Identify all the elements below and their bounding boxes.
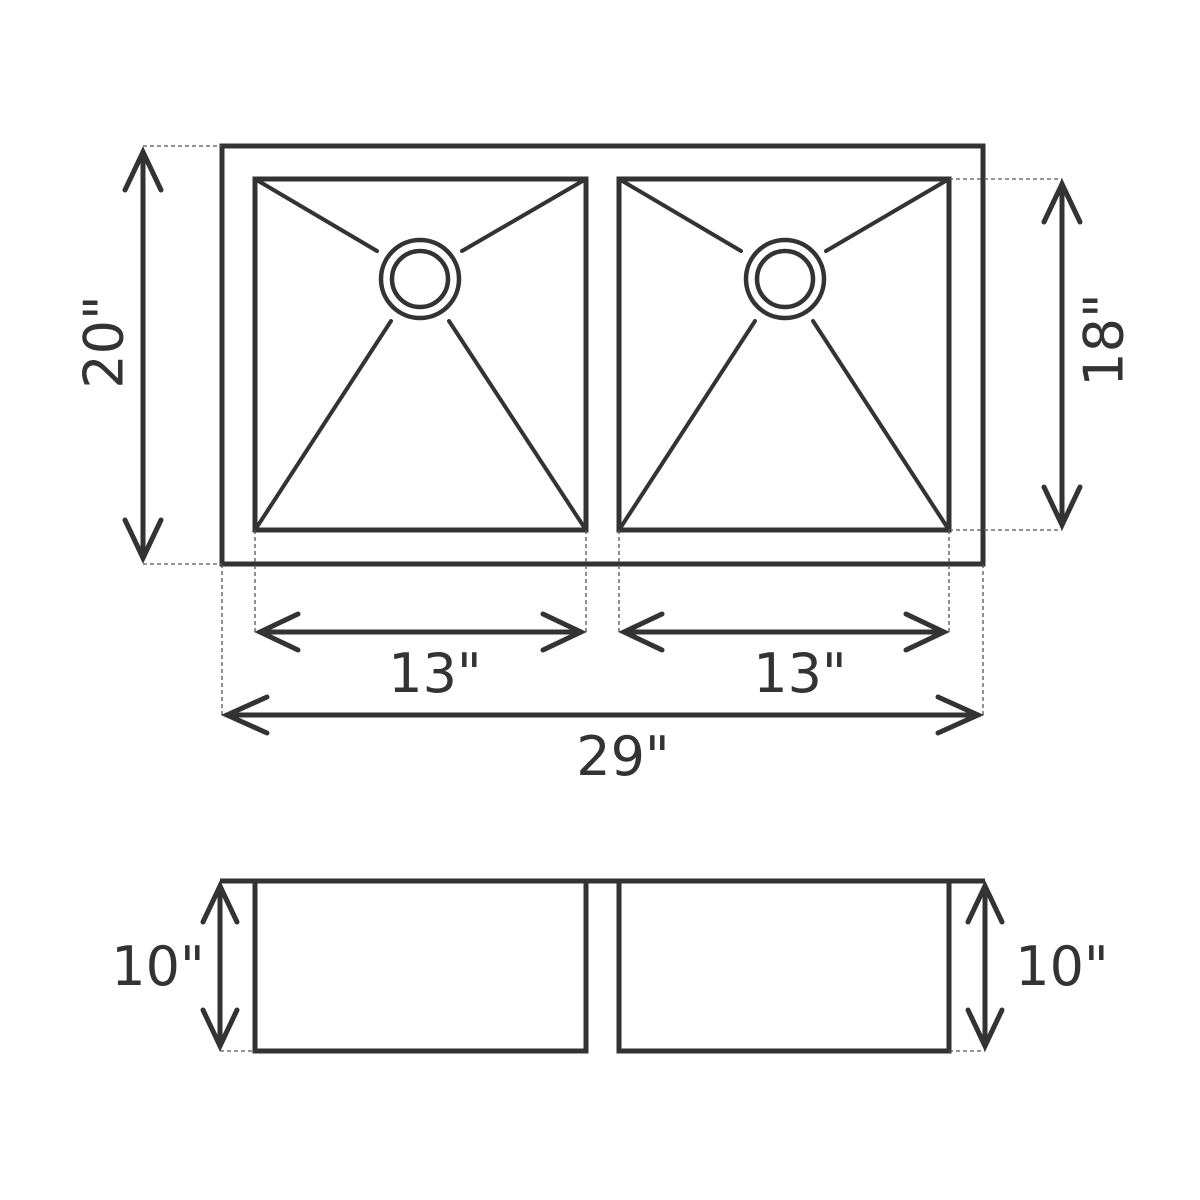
arrow-head-down-icon xyxy=(1041,484,1083,531)
left-bowl-outline xyxy=(252,176,589,533)
arrow-head-down-icon xyxy=(200,1007,240,1052)
dimension-overall-width: 29" xyxy=(220,694,985,788)
overall-depth-label: 20" xyxy=(73,295,136,389)
dimension-left-bowl-height: 10" xyxy=(111,880,240,1052)
right-bowl-height-label: 10" xyxy=(1015,935,1109,998)
side-left-bowl xyxy=(252,878,589,1054)
dimension-bowl-depth: 18" xyxy=(1041,178,1136,531)
left-bowl-rib xyxy=(253,177,379,253)
side-right-bowl xyxy=(616,878,952,1054)
left-drain-outer xyxy=(378,237,462,321)
arrow-head-up-icon xyxy=(122,146,164,193)
dimension-overall-depth: 20" xyxy=(73,146,164,564)
right-bowl-width-label: 13" xyxy=(753,642,847,705)
left-bowl-rib xyxy=(447,319,588,532)
right-bowl-rib xyxy=(811,319,951,532)
arrow-head-left-icon xyxy=(618,611,665,653)
sink-outer-outline xyxy=(219,143,986,567)
bowl-depth-label: 18" xyxy=(1073,293,1136,387)
arrow-head-down-icon xyxy=(965,1007,1005,1052)
arrow-head-left-icon xyxy=(220,694,270,736)
plan-view: 20" 18" 13" 13" 29" xyxy=(73,143,1136,788)
left-drain-inner xyxy=(389,248,451,310)
right-bowl-rib xyxy=(617,177,743,253)
left-bowl-height-label: 10" xyxy=(111,935,205,998)
right-drain-inner xyxy=(754,248,816,310)
right-bowl xyxy=(616,176,952,533)
arrow-head-left-icon xyxy=(254,611,301,653)
overall-width-label: 29" xyxy=(576,725,670,788)
right-bowl-rib xyxy=(617,319,757,532)
dimension-left-bowl-width: 13" xyxy=(254,611,587,705)
left-bowl-rib xyxy=(460,177,588,253)
right-bowl-rib xyxy=(824,177,951,253)
left-bowl-width-label: 13" xyxy=(388,642,482,705)
arrow-head-down-icon xyxy=(122,517,164,564)
arrow-head-right-icon xyxy=(903,611,950,653)
arrow-head-up-icon xyxy=(965,880,1005,925)
right-drain-outer xyxy=(743,237,827,321)
right-bowl-outline xyxy=(616,176,952,533)
arrow-head-right-icon xyxy=(935,694,985,736)
dimension-right-bowl-height: 10" xyxy=(965,880,1109,1052)
arrow-head-up-icon xyxy=(1041,178,1083,225)
arrow-head-up-icon xyxy=(200,880,240,925)
arrow-head-right-icon xyxy=(540,611,587,653)
side-view: 10" 10" xyxy=(111,878,1109,1054)
left-bowl xyxy=(252,176,589,533)
left-bowl-rib xyxy=(253,319,393,532)
dimension-right-bowl-width: 13" xyxy=(618,611,950,705)
plan-extension-lines xyxy=(143,145,1062,715)
